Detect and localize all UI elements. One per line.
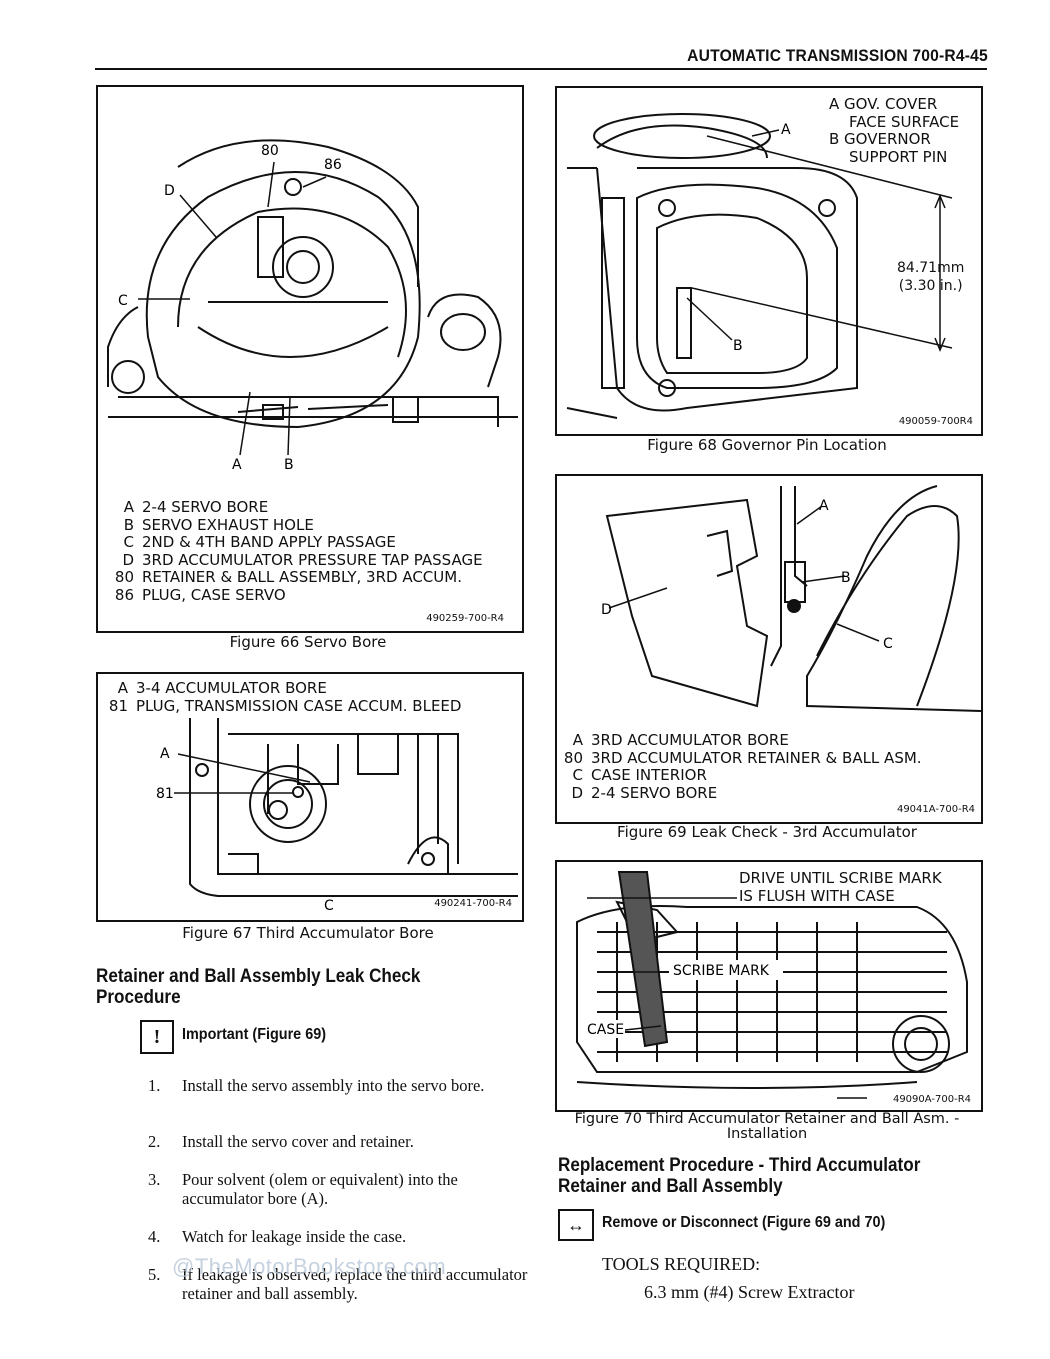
callout-b: B bbox=[284, 457, 294, 473]
case-label: CASE bbox=[587, 1022, 624, 1038]
governor-pin-illustration: A B bbox=[566, 113, 953, 419]
dimension-label: 84.71mm (3.30 in.) bbox=[897, 260, 965, 294]
tools-required-title: TOOLS REQUIRED: bbox=[602, 1254, 761, 1274]
figure-70-number: 49090A-700-R4 bbox=[892, 1094, 971, 1105]
header-rule bbox=[95, 68, 987, 70]
legend-line: A GOV. COVER bbox=[829, 95, 938, 113]
figure-66-number: 490259-700-R4 bbox=[426, 613, 504, 624]
list-item: 1.Install the servo assembly into the se… bbox=[148, 1076, 485, 1095]
figure-70-frame: SCRIBE MARK CASE DRIVE UNTIL SCRIBE MARK… bbox=[555, 860, 983, 1112]
accumulator-bore-illustration: A 81 C bbox=[156, 718, 518, 914]
callout-a: A bbox=[232, 457, 242, 473]
watermark: @TheMotorBookstore.com bbox=[172, 1254, 447, 1279]
list-item: 3.Pour solvent (olem or equivalent) into… bbox=[148, 1170, 458, 1208]
callout-b: B bbox=[733, 338, 743, 354]
figure-68-frame: A B A GOV. COVER FACE SURFACE B GOVERNOR… bbox=[555, 86, 983, 436]
section-heading-replacement: Replacement Procedure - Third Accumulato… bbox=[558, 1155, 921, 1197]
callout-b: B bbox=[841, 570, 851, 586]
callout-a: A bbox=[819, 498, 829, 514]
important-icon: ! bbox=[140, 1020, 174, 1054]
figure-67-caption: Figure 67 Third Accumulator Bore bbox=[182, 924, 434, 942]
page-header: AUTOMATIC TRANSMISSION 700-R4-45 bbox=[687, 46, 988, 65]
list-item: 4.Watch for leakage inside the case. bbox=[148, 1227, 407, 1246]
figure-66-caption: Figure 66 Servo Bore bbox=[229, 633, 387, 651]
figure-70-note: DRIVE UNTIL SCRIBE MARK IS FLUSH WITH CA… bbox=[739, 869, 942, 905]
callout-d: D bbox=[164, 183, 175, 199]
remove-disconnect-icon: ↔ bbox=[558, 1209, 594, 1241]
scribe-mark-label: SCRIBE MARK bbox=[673, 963, 770, 979]
note-line: DRIVE UNTIL SCRIBE MARK bbox=[739, 869, 942, 887]
list-item: 5.If leakage is observed, replace the th… bbox=[148, 1265, 528, 1303]
list-item: 2.Install the servo cover and retainer. bbox=[148, 1132, 414, 1151]
callout-a: A bbox=[781, 122, 791, 138]
legend-line: SUPPORT PIN bbox=[849, 147, 948, 166]
legend-line: B GOVERNOR bbox=[829, 130, 931, 148]
figure-68-caption: Figure 68 Governor Pin Location bbox=[647, 436, 887, 454]
legend-line: FACE SURFACE bbox=[849, 112, 960, 131]
callout-c: C bbox=[324, 898, 334, 914]
retainer-installation-illustration: SCRIBE MARK CASE bbox=[576, 871, 968, 1099]
figure-69-number: 49041A-700-R4 bbox=[896, 804, 975, 815]
callout-81: 81 bbox=[156, 786, 174, 802]
callout-a: A bbox=[160, 746, 170, 762]
remove-note: Remove or Disconnect (Figure 69 and 70) bbox=[602, 1214, 886, 1231]
figure-68-legend: A GOV. COVER FACE SURFACE B GOVERNOR SUP… bbox=[829, 95, 977, 166]
callout-c: C bbox=[883, 636, 893, 652]
callout-86: 86 bbox=[324, 157, 342, 173]
figure-70-caption: Figure 70 Third Accumulator Retainer and… bbox=[574, 1111, 960, 1142]
callout-80: 80 bbox=[261, 143, 279, 159]
callout-d: D bbox=[601, 602, 612, 618]
note-line: IS FLUSH WITH CASE bbox=[739, 886, 895, 905]
leak-check-illustration: A B C D bbox=[601, 485, 981, 712]
callout-c: C bbox=[118, 293, 128, 309]
important-note: Important (Figure 69) bbox=[182, 1026, 327, 1043]
figure-67-number: 490241-700-R4 bbox=[434, 898, 512, 909]
figure-68-number: 490059-700R4 bbox=[898, 416, 973, 427]
tool-item: 6.3 mm (#4) Screw Extractor bbox=[644, 1282, 855, 1302]
servo-bore-illustration: 80 86 D C A B bbox=[107, 139, 518, 473]
figure-69-caption: Figure 69 Leak Check - 3rd Accumulator bbox=[617, 823, 917, 841]
section-heading-leak-check: Retainer and Ball Assembly Leak Check Pr… bbox=[96, 966, 421, 1008]
